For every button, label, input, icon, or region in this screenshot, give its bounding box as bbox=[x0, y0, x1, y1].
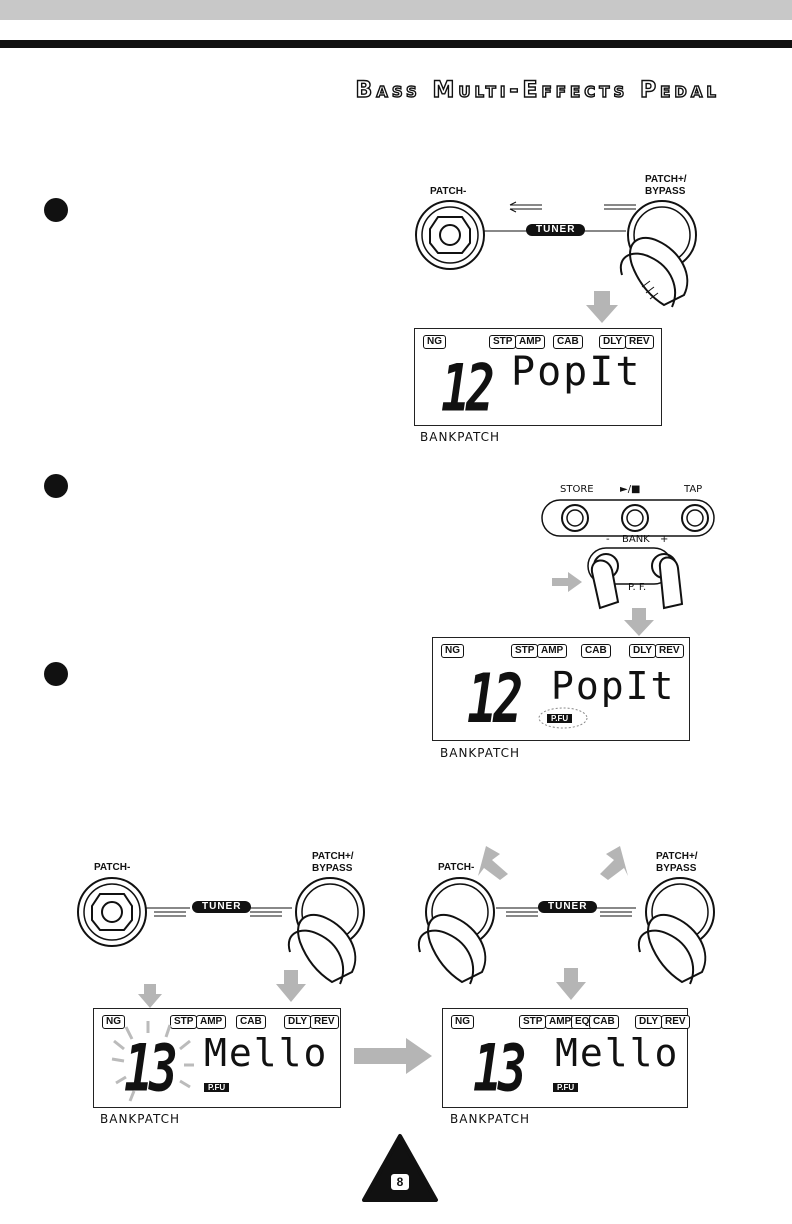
patch-plus-label: PATCH+/ bbox=[645, 174, 687, 185]
dly-tag: DLY bbox=[599, 335, 627, 349]
cab-tag: CAB bbox=[589, 1015, 619, 1029]
dly-tag: DLY bbox=[284, 1015, 312, 1029]
top-grey-bar bbox=[0, 0, 792, 20]
diagonal-arrow-icon bbox=[600, 846, 628, 880]
step-bullet-3 bbox=[44, 662, 68, 686]
bank-patch-number: 13 bbox=[124, 1031, 178, 1107]
down-arrow-icon bbox=[138, 984, 162, 1008]
patch-minus-footswitch-icon bbox=[77, 877, 147, 947]
footswitch-illustration-2 bbox=[77, 877, 365, 1008]
panel-illustration bbox=[541, 499, 715, 636]
store-button-icon bbox=[561, 504, 589, 532]
step-bullet-2 bbox=[44, 474, 68, 498]
stp-tag: STP bbox=[511, 644, 539, 658]
dly-tag: DLY bbox=[635, 1015, 663, 1029]
lcd-caption-3: BANKPATCH bbox=[100, 1112, 181, 1126]
patch-name: Mello bbox=[204, 1031, 329, 1075]
dly-tag: DLY bbox=[629, 644, 657, 658]
patch-minus-label: PATCH- bbox=[430, 186, 467, 197]
patch-name: PopIt bbox=[511, 349, 642, 395]
rev-tag: REV bbox=[310, 1015, 339, 1029]
tap-button-icon bbox=[681, 504, 709, 532]
stp-tag: STP bbox=[489, 335, 517, 349]
lcd-display-1: NG STP AMP CAB DLY REV 12 PopIt bbox=[414, 328, 662, 427]
patch-plus-label: PATCH+/ bbox=[656, 851, 698, 862]
stp-tag: STP bbox=[519, 1015, 547, 1029]
down-arrow-icon bbox=[276, 970, 306, 1002]
pfu-indicator: P.FU bbox=[553, 1083, 579, 1092]
patch-name: PopIt bbox=[551, 664, 676, 708]
blink-rays-icon bbox=[111, 1021, 194, 1102]
ng-tag: NG bbox=[423, 335, 446, 349]
patch-plus-label: PATCH+/ bbox=[312, 851, 354, 862]
ng-tag: NG bbox=[102, 1015, 125, 1029]
header-rule bbox=[0, 40, 792, 48]
bypass-label: BYPASS bbox=[656, 863, 697, 874]
rev-tag: REV bbox=[661, 1015, 690, 1029]
tuner-badge: TUNER bbox=[538, 901, 598, 913]
bank-patch-number: 13 bbox=[473, 1031, 527, 1107]
lcd-display-4: NG STP AMP EQ CAB DLY REV 13 Mello P.FU bbox=[442, 1008, 690, 1108]
patch-minus-label: PATCH- bbox=[438, 862, 475, 873]
lcd-caption-1: BANKPATCH bbox=[420, 430, 501, 444]
rev-tag: REV bbox=[625, 335, 654, 349]
amp-tag: AMP bbox=[196, 1015, 227, 1029]
amp-tag: AMP bbox=[515, 335, 546, 349]
right-arrow-icon bbox=[552, 572, 582, 592]
bank-plus-label: + bbox=[660, 534, 669, 545]
transition-arrow-icon bbox=[354, 1038, 432, 1074]
bypass-label: BYPASS bbox=[312, 863, 353, 874]
page-number-triangle bbox=[362, 1134, 438, 1202]
right-finger-icon bbox=[637, 913, 707, 985]
footswitch-illustration-1 bbox=[415, 200, 697, 323]
rev-tag: REV bbox=[655, 644, 684, 658]
page-title: Bass Multi-Effects Pedal bbox=[355, 77, 720, 103]
bank-label: BANK bbox=[622, 534, 650, 545]
footswitch-illustration-3 bbox=[417, 846, 715, 1000]
diagonal-arrow-icon bbox=[478, 846, 508, 880]
tuner-badge: TUNER bbox=[526, 224, 586, 236]
down-arrow-icon bbox=[556, 968, 586, 1000]
pf-label: P. F. bbox=[628, 582, 647, 593]
play-stop-button-icon bbox=[621, 504, 649, 532]
store-label: STORE bbox=[560, 484, 594, 495]
bank-patch-number: 12 bbox=[467, 660, 523, 739]
bank-minus-label: - bbox=[606, 534, 610, 545]
pressing-finger-icon bbox=[619, 236, 689, 308]
pfu-indicator: P.FU bbox=[547, 714, 573, 723]
left-finger-icon bbox=[417, 913, 487, 985]
step-bullet-1 bbox=[44, 198, 68, 222]
bypass-label: BYPASS bbox=[645, 186, 686, 197]
play-stop-label: ►/■ bbox=[620, 484, 641, 495]
amp-tag: AMP bbox=[537, 644, 568, 658]
patch-minus-footswitch-icon bbox=[415, 200, 485, 270]
pfu-highlight-ring bbox=[538, 707, 588, 729]
lcd-display-3: NG STP AMP CAB DLY REV 13 Mello P.FU bbox=[93, 1008, 341, 1108]
two-fingers-icon bbox=[590, 556, 684, 610]
stp-tag: STP bbox=[170, 1015, 198, 1029]
pfu-indicator: P.FU bbox=[204, 1083, 230, 1092]
pressing-finger-icon bbox=[287, 913, 357, 985]
down-arrow-icon bbox=[586, 291, 618, 323]
patch-minus-label: PATCH- bbox=[94, 862, 131, 873]
tap-label: TAP bbox=[684, 484, 703, 495]
tuner-badge: TUNER bbox=[192, 901, 252, 913]
page-number: 8 bbox=[390, 1173, 410, 1191]
bank-patch-number: 12 bbox=[441, 351, 495, 427]
lcd-caption-4: BANKPATCH bbox=[450, 1112, 531, 1126]
cab-tag: CAB bbox=[236, 1015, 266, 1029]
lcd-display-2: NG STP AMP CAB DLY REV 12 PopIt P.FU bbox=[432, 637, 690, 741]
ng-tag: NG bbox=[451, 1015, 474, 1029]
ng-tag: NG bbox=[441, 644, 464, 658]
lcd-caption-2: BANKPATCH bbox=[440, 746, 521, 760]
down-arrow-icon bbox=[624, 608, 654, 636]
cab-tag: CAB bbox=[553, 335, 583, 349]
cab-tag: CAB bbox=[581, 644, 611, 658]
patch-name: Mello bbox=[555, 1031, 680, 1075]
